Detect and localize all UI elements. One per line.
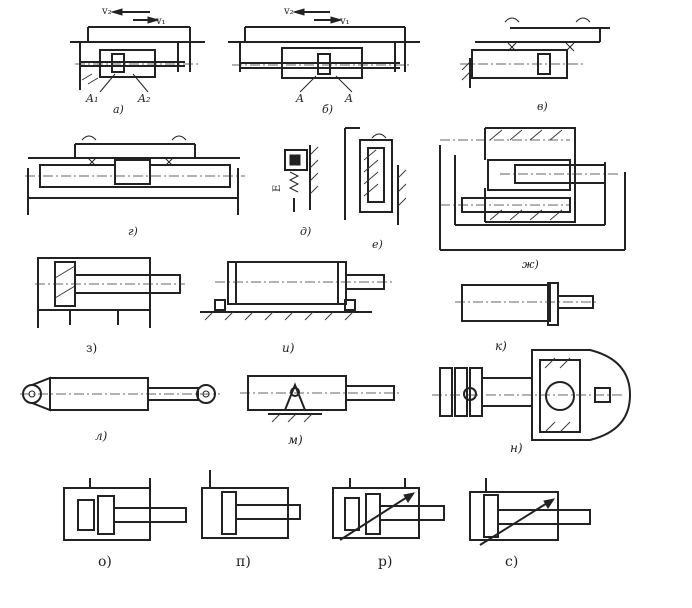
diagram-n	[432, 349, 632, 441]
label-l: л)	[95, 429, 108, 443]
diagram-m	[240, 375, 400, 423]
label-n: н)	[510, 441, 523, 455]
label-k: к)	[495, 339, 507, 353]
label-g: г)	[128, 225, 138, 238]
label-p: п)	[236, 554, 251, 570]
annotation-v2-a: v₂	[101, 6, 112, 17]
label-z: з)	[86, 341, 97, 355]
label-zh: ж)	[522, 258, 539, 271]
label-m: м)	[288, 433, 303, 447]
diagram-z	[35, 257, 185, 328]
diagram-s	[469, 478, 591, 546]
diagram-e	[344, 127, 407, 225]
diagram-k	[455, 282, 598, 326]
label-i: и)	[282, 341, 295, 355]
label-b: б)	[322, 103, 333, 116]
label-v: в)	[537, 100, 548, 113]
diagram-o	[63, 478, 187, 541]
annotation-A2: A₂	[137, 92, 150, 105]
annotation-E: E	[272, 185, 283, 192]
diagram-l	[20, 376, 220, 412]
label-o: о)	[98, 554, 112, 570]
annotation-A-right: A	[344, 92, 353, 105]
annotation-A1: A₁	[85, 92, 98, 105]
label-d: д)	[300, 225, 311, 238]
diagram-r	[332, 478, 445, 541]
label-s: с)	[505, 554, 518, 570]
annotation-v1-b: v₁	[339, 16, 350, 27]
diagram-p	[201, 470, 301, 539]
label-e: е)	[372, 238, 383, 251]
label-r: р)	[378, 554, 392, 570]
diagram-v	[460, 17, 610, 88]
diagram-a	[70, 8, 205, 93]
annotation-v2-b: v₂	[283, 6, 294, 17]
diagram-g	[25, 135, 245, 215]
label-a: а)	[113, 103, 124, 116]
diagram-i	[200, 261, 392, 321]
annotation-A-left: A	[295, 92, 304, 105]
diagram-d	[284, 145, 319, 212]
diagram-b	[228, 8, 420, 93]
diagram-zh	[439, 127, 626, 251]
annotation-v1-a: v₁	[155, 16, 166, 27]
